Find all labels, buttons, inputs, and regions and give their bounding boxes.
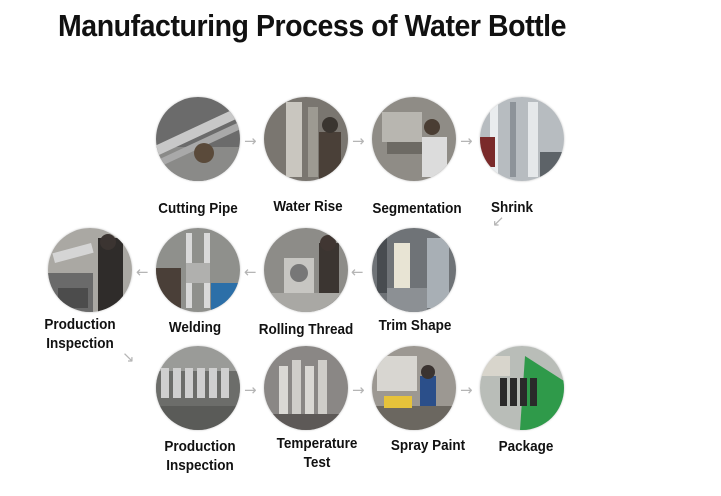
arrow-left-icon: ← <box>136 263 149 281</box>
step-label-segmentation: Segmentation <box>372 200 462 217</box>
arrow-right-icon: → <box>244 132 257 150</box>
step-label-water-rise: Water Rise <box>273 198 343 215</box>
arrow-down-right-icon: ↘ <box>122 348 135 366</box>
arrow-left-icon: ← <box>351 263 364 281</box>
cutting-pipe-photo <box>156 97 240 181</box>
step-label-production-inspection-1: Production Inspection <box>44 316 116 352</box>
step-label-cutting-pipe: Cutting Pipe <box>158 200 238 217</box>
production-inspection-photo-2 <box>156 346 240 430</box>
step-label-shrink: Shrink <box>490 199 534 216</box>
arrow-right-icon: → <box>460 381 473 399</box>
segmentation-photo <box>372 97 456 181</box>
step-label-welding: Welding <box>168 319 222 336</box>
arrow-down-left-icon: ↙ <box>492 212 505 230</box>
rolling-thread-photo <box>264 228 348 312</box>
step-label-production-inspection-2: Production Inspection <box>164 438 236 474</box>
production-inspection-photo-1 <box>48 228 132 312</box>
spray-paint-photo <box>372 346 456 430</box>
step-label-temperature-test: Temperature Test <box>276 435 358 471</box>
temperature-test-photo <box>264 346 348 430</box>
welding-photo <box>156 228 240 312</box>
shrink-photo <box>480 97 564 181</box>
trim-shape-photo <box>372 228 456 312</box>
arrow-right-icon: → <box>460 132 473 150</box>
arrow-right-icon: → <box>244 381 257 399</box>
water-rise-photo <box>264 97 348 181</box>
step-label-spray-paint: Spray Paint <box>390 437 466 454</box>
step-label-trim-shape: Trim Shape <box>378 317 452 334</box>
arrow-left-icon: ← <box>244 263 257 281</box>
step-label-rolling-thread: Rolling Thread <box>258 321 354 338</box>
page-title: Manufacturing Process of Water Bottle <box>58 8 567 43</box>
step-label-package: Package <box>498 438 554 455</box>
package-photo <box>480 346 564 430</box>
arrow-right-icon: → <box>352 381 365 399</box>
arrow-right-icon: → <box>352 132 365 150</box>
